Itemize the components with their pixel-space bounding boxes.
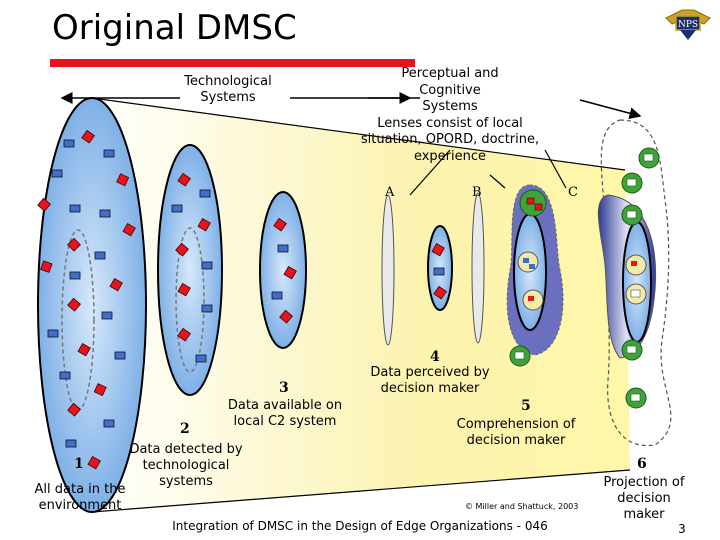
blue-square — [69, 271, 81, 280]
header-red-bar — [50, 59, 415, 67]
knowledge-circles — [509, 147, 660, 409]
red-square — [87, 455, 101, 470]
footer-text: Integration of DMSC in the Design of Edg… — [172, 519, 548, 533]
red-square — [431, 242, 445, 257]
page-title: Original DMSC — [52, 8, 297, 48]
stage3-number: 3 — [279, 380, 289, 396]
red-square — [37, 197, 51, 212]
lens-a-label: A — [385, 185, 395, 200]
data-points — [37, 129, 447, 470]
red-square — [122, 222, 136, 237]
lens-b-pointer — [489, 174, 506, 189]
blue-square — [101, 311, 113, 320]
stage6-label: Projection of decision maker — [603, 475, 685, 522]
lens-c-label: C — [568, 185, 578, 200]
blue-square — [271, 291, 283, 300]
stage2-dashed-subset — [175, 227, 205, 373]
blue-square — [114, 351, 126, 360]
lens-a-pointer — [409, 149, 451, 196]
stage5-number: 5 — [521, 398, 531, 414]
red-square — [67, 237, 81, 252]
blue-square — [277, 244, 289, 253]
red-square — [93, 383, 107, 397]
cone-top-edge — [91, 97, 626, 171]
red-square — [67, 297, 81, 312]
nps-logo: NPS — [665, 9, 711, 40]
logo-lettering: NPS — [678, 20, 698, 30]
stage3-label: Data available on local C2 system — [227, 398, 343, 429]
blue-square — [94, 251, 106, 260]
stage2-ellipse — [157, 144, 223, 396]
red-square — [273, 217, 287, 232]
blue-square — [63, 139, 75, 148]
red-square — [283, 265, 297, 280]
red-square — [177, 327, 191, 342]
stage1-ellipse — [37, 97, 147, 513]
stage6-ellipse — [622, 221, 652, 343]
blue-square — [47, 329, 59, 338]
lens-b-label: B — [472, 185, 482, 200]
stage6-number: 6 — [637, 456, 647, 472]
blue-square — [65, 439, 77, 448]
blue-square — [59, 371, 71, 380]
blue-square — [433, 267, 445, 276]
blue-square — [103, 149, 115, 158]
blue-square — [201, 261, 213, 270]
blue-square — [199, 189, 211, 198]
blue-square — [99, 209, 111, 218]
blue-square — [103, 419, 115, 428]
red-square — [40, 260, 53, 273]
lens-c-pointer — [544, 149, 567, 189]
stage4-label: Data perceived by decision maker — [370, 365, 490, 396]
lens-a — [381, 194, 395, 346]
red-square — [116, 173, 130, 187]
stage1-number: 1 — [74, 456, 84, 472]
red-square — [81, 129, 95, 144]
stage4-number: 4 — [430, 349, 440, 365]
red-square — [197, 217, 211, 232]
red-square — [175, 242, 189, 257]
stage1-label: All data in the environment — [34, 482, 126, 513]
red-square — [433, 285, 447, 300]
funnel-cone — [92, 98, 630, 512]
perc-arrow-right — [579, 99, 642, 120]
stage5-label: Comprehension of decision maker — [456, 417, 576, 448]
page-number: 3 — [678, 522, 686, 536]
red-square — [279, 309, 293, 324]
blue-square — [51, 169, 63, 178]
credit-text: © Miller and Shattuck, 2003 — [465, 502, 579, 511]
red-square — [177, 282, 191, 297]
stage3-ellipse — [259, 191, 307, 349]
blue-square — [69, 204, 81, 213]
stage2-label: Data detected by technological systems — [129, 442, 243, 489]
red-square — [77, 342, 91, 357]
red-square — [67, 402, 81, 417]
stage2-number: 2 — [180, 421, 190, 437]
blue-square — [201, 304, 213, 313]
red-square — [109, 277, 123, 292]
blue-square — [171, 204, 183, 213]
lens-b — [471, 192, 485, 344]
red-square — [177, 172, 191, 187]
tech-systems-label: Technological Systems — [184, 74, 272, 105]
blue-square — [195, 354, 207, 363]
perceptual-label: Perceptual and Cognitive Systems Lenses … — [360, 66, 540, 164]
cone-bottom-edge — [91, 469, 631, 513]
